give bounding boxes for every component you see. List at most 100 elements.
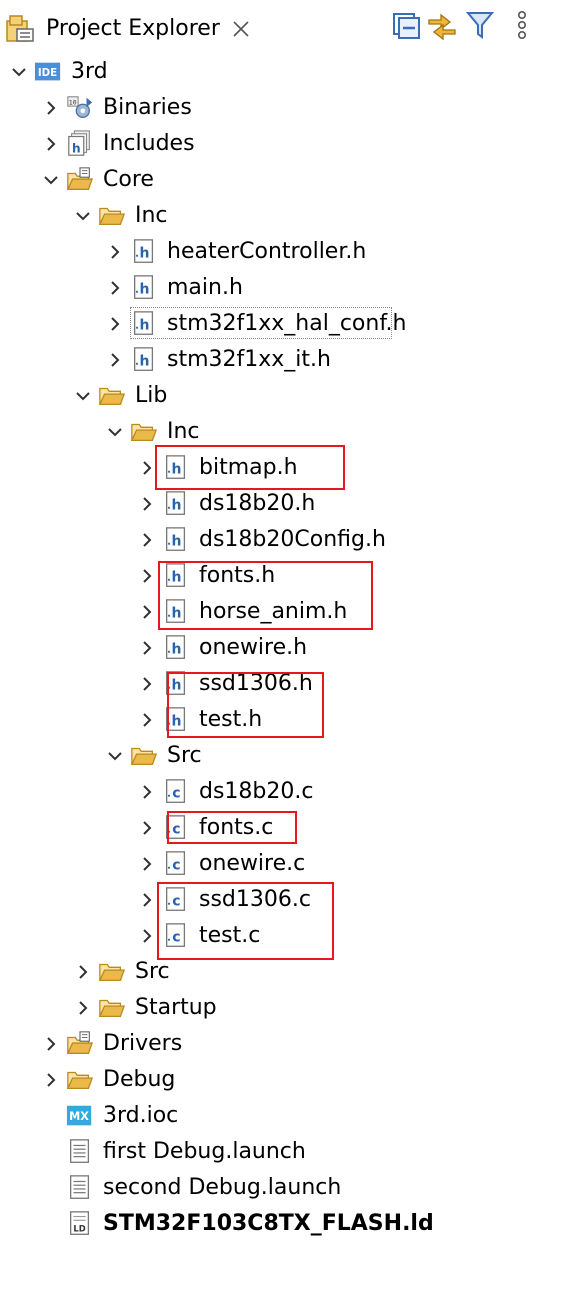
tree-item[interactable]: Src <box>0 954 569 990</box>
tree-item-label: bitmap.h <box>199 455 298 480</box>
chevron-right-icon[interactable] <box>138 927 156 945</box>
tree-item[interactable]: h ssd1306.h <box>0 666 569 702</box>
chevron-right-icon[interactable] <box>138 567 156 585</box>
view-title[interactable]: Project Explorer <box>46 16 220 41</box>
tree-item[interactable]: LD STM32F103C8TX_FLASH.ld <box>0 1206 569 1242</box>
header-file-icon: h <box>166 455 186 479</box>
svg-text:h: h <box>171 678 181 694</box>
tree-item[interactable]: h test.h <box>0 702 569 738</box>
header-file-icon: h <box>166 563 186 587</box>
c-file-icon: c <box>166 851 186 875</box>
folder-icon <box>98 207 126 226</box>
chevron-right-icon[interactable] <box>138 459 156 477</box>
tree-item-label: STM32F103C8TX_FLASH.ld <box>103 1211 434 1236</box>
tree-item-label: ds18b20.h <box>199 491 316 516</box>
folder-icon <box>98 999 126 1018</box>
tree-item[interactable]: h horse_anim.h <box>0 594 569 630</box>
tree-item[interactable]: c ssd1306.c <box>0 882 569 918</box>
view-header: Project Explorer <box>0 0 569 56</box>
svg-text:LD: LD <box>73 1223 85 1233</box>
tree-item[interactable]: 10 Binaries <box>0 90 569 126</box>
tree-item[interactable]: h stm32f1xx_hal_conf.h <box>0 306 569 342</box>
svg-text:h: h <box>171 714 181 730</box>
chevron-right-icon[interactable] <box>42 1035 60 1053</box>
tree-item[interactable]: IDE 3rd <box>0 54 569 90</box>
filter-icon[interactable] <box>464 9 496 41</box>
chevron-right-icon[interactable] <box>138 675 156 693</box>
chevron-right-icon[interactable] <box>42 1071 60 1089</box>
link-with-editor-icon[interactable] <box>426 9 458 41</box>
chevron-right-icon[interactable] <box>106 279 124 297</box>
svg-text:h: h <box>72 141 81 155</box>
chevron-right-icon[interactable] <box>138 639 156 657</box>
chevron-down-icon[interactable] <box>106 747 124 765</box>
header-file-icon: h <box>166 671 186 695</box>
chevron-right-icon[interactable] <box>42 135 60 153</box>
svg-text:MX: MX <box>69 1110 89 1123</box>
collapse-all-icon[interactable] <box>390 9 422 41</box>
tree-item[interactable]: h ds18b20Config.h <box>0 522 569 558</box>
tree-item[interactable]: Inc <box>0 414 569 450</box>
view-menu-icon[interactable] <box>506 9 538 41</box>
svg-text:IDE: IDE <box>38 67 57 79</box>
folder-icon <box>98 387 126 406</box>
chevron-right-icon[interactable] <box>138 531 156 549</box>
tree-item[interactable]: first Debug.launch <box>0 1134 569 1170</box>
tree-item[interactable]: c onewire.c <box>0 846 569 882</box>
tree-item[interactable]: Core <box>0 162 569 198</box>
tree-item[interactable]: Drivers <box>0 1026 569 1062</box>
tree-item[interactable]: Inc <box>0 198 569 234</box>
tree-item[interactable]: h Includes <box>0 126 569 162</box>
chevron-right-icon[interactable] <box>138 603 156 621</box>
header-file-icon: h <box>166 491 186 515</box>
tree-item[interactable]: h main.h <box>0 270 569 306</box>
chevron-right-icon[interactable] <box>106 315 124 333</box>
chevron-right-icon[interactable] <box>74 999 92 1017</box>
chevron-right-icon[interactable] <box>74 963 92 981</box>
tree-item[interactable]: Startup <box>0 990 569 1026</box>
tree-item[interactable]: h ds18b20.h <box>0 486 569 522</box>
tree-item-label: fonts.c <box>199 815 274 840</box>
tree-item[interactable]: h stm32f1xx_it.h <box>0 342 569 378</box>
chevron-right-icon[interactable] <box>138 783 156 801</box>
tree-item-label: Includes <box>103 131 195 156</box>
tree-item[interactable]: Lib <box>0 378 569 414</box>
tree-item[interactable]: c fonts.c <box>0 810 569 846</box>
close-icon[interactable] <box>232 20 250 38</box>
chevron-right-icon[interactable] <box>42 99 60 117</box>
chevron-down-icon[interactable] <box>106 423 124 441</box>
tree-item-label: fonts.h <box>199 563 276 588</box>
tree-item-label: Inc <box>167 419 200 444</box>
chevron-right-icon[interactable] <box>106 351 124 369</box>
chevron-right-icon[interactable] <box>138 891 156 909</box>
tree-item[interactable]: h onewire.h <box>0 630 569 666</box>
chevron-down-icon[interactable] <box>74 387 92 405</box>
tree-item[interactable]: Src <box>0 738 569 774</box>
tree-item[interactable]: h fonts.h <box>0 558 569 594</box>
tree-item[interactable]: Debug <box>0 1062 569 1098</box>
svg-text:h: h <box>171 462 181 478</box>
linker-file-icon: LD <box>70 1211 90 1235</box>
chevron-right-icon[interactable] <box>138 495 156 513</box>
chevron-down-icon[interactable] <box>42 171 60 189</box>
chevron-down-icon[interactable] <box>74 207 92 225</box>
svg-text:h: h <box>171 606 181 622</box>
tree-item[interactable]: c ds18b20.c <box>0 774 569 810</box>
tree-item[interactable]: h heaterController.h <box>0 234 569 270</box>
binaries-icon: 10 <box>67 96 93 118</box>
tree-item[interactable]: c test.c <box>0 918 569 954</box>
chevron-down-icon[interactable] <box>10 63 28 81</box>
tree-item-label: 3rd <box>71 59 108 84</box>
tree-item[interactable]: second Debug.launch <box>0 1170 569 1206</box>
selection-focus <box>130 307 392 339</box>
chevron-right-icon[interactable] <box>138 819 156 837</box>
chevron-right-icon[interactable] <box>106 243 124 261</box>
chevron-right-icon[interactable] <box>138 711 156 729</box>
tree-item[interactable]: h bitmap.h <box>0 450 569 486</box>
folder-icon <box>130 747 158 766</box>
header-file-icon: h <box>134 275 154 299</box>
chevron-right-icon[interactable] <box>138 855 156 873</box>
tree-item-label: stm32f1xx_it.h <box>167 347 331 372</box>
svg-text:c: c <box>172 822 180 838</box>
